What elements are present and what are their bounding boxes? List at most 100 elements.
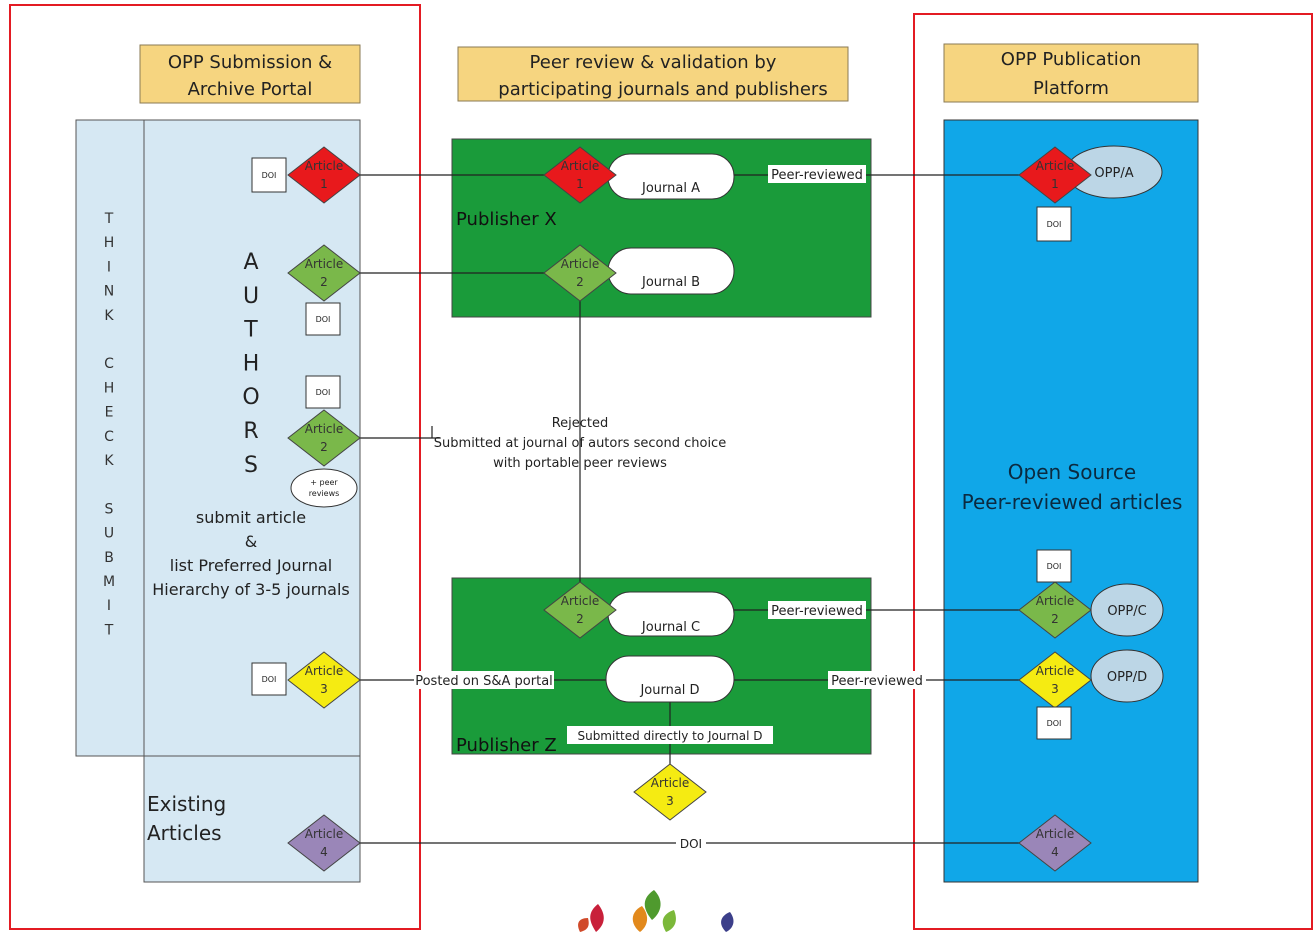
label-peer-reviewed-d: Peer-reviewed [831,674,923,689]
authors-letter: O [242,385,259,410]
think-check-submit-letter: K [104,453,114,469]
header-submission-portal: OPP Submission & Archive Portal [139,44,361,104]
doi-article-2-portal-lower-label: DOI [316,388,331,397]
article-2-platform-word: Article [1036,594,1075,608]
article-4-platform-number: 4 [1051,845,1059,859]
article-2-portal-lower-word: Article [305,422,344,436]
article-3-direct: Article 3 [633,763,707,821]
header-peer-review-line-1: Peer review & validation by [530,52,777,73]
think-check-submit-letter: T [104,211,114,227]
doi-article-1-portal-box [251,157,287,193]
portal-frame [9,4,421,930]
think-check-submit-letter: M [103,574,115,590]
publication-platform-box [943,119,1199,883]
think-check-submit-letter: E [105,405,114,421]
article-2-journal-b-number: 2 [576,275,584,289]
think-check-submit-letter: I [107,259,111,275]
label-peer-reviewed-a: Peer-reviewed [771,168,863,183]
journal-c-label: Journal C [641,620,700,635]
header-publication-line-2: Platform [1033,78,1109,99]
doi-article-3-portal-box [251,662,287,696]
platform-frame [913,13,1313,930]
opp-d-node: OPP/D [1090,649,1164,703]
header-peer-review-line-2: participating journals and publishers [498,79,827,100]
article-4-platform-word: Article [1036,827,1075,841]
authors-letter: S [244,453,258,478]
think-check-submit-letter: U [104,526,114,542]
doi-article-1-platform-label: DOI [1047,220,1062,229]
article-2-platform-number: 2 [1051,612,1059,626]
doi-article-2-portal-upper-box [305,302,341,336]
article-3-direct-word: Article [651,776,690,790]
think-check-submit-letter: B [104,550,114,566]
authors-letter: A [243,250,258,275]
article-3-direct-number: 3 [666,794,674,808]
instruction-ampersand: & [245,532,257,551]
article-3-portal-number: 3 [320,682,328,696]
journal-d: Journal D [605,655,735,703]
header-peer-review: Peer review & validation by participatin… [457,46,849,102]
article-2-journal-c-word: Article [561,594,600,608]
label-peer-reviewed-c: Peer-reviewed [771,604,863,619]
article-2-journal-b-word: Article [561,257,600,271]
header-publication-platform: OPP Publication Platform [943,43,1199,103]
article-2-portal-lower-shape [287,409,361,467]
peer-reviews-line-1: + peer [310,478,338,487]
article-1-publisher-x-word: Article [561,159,600,173]
opp-c-label: OPP/C [1107,604,1146,619]
doi-article-3-platform-label: DOI [1047,719,1062,728]
doi-article-3-portal-label: DOI [262,675,277,684]
article-3-portal-shape [287,651,361,709]
doi-article-3-platform: DOI [1036,706,1072,740]
doi-article-2-platform: DOI [1036,549,1072,583]
article-2-journal-c-shape [543,581,617,639]
peer-reviews-bubble: + peer reviews [290,468,358,508]
article-2-portal-upper-shape [287,244,361,302]
doi-article-2-portal-lower-box [305,375,341,409]
doi-article-2-portal-lower: DOI [305,375,341,409]
article-2-journal-b: Article 2 [543,244,617,302]
journal-b: Journal B [607,247,735,295]
doi-article-3-platform-box [1036,706,1072,740]
open-source-line-2: Peer-reviewed articles [962,490,1183,514]
label-resubmitted-line-1: Submitted at journal of autors second ch… [434,436,726,451]
article-2-portal-lower-number: 2 [320,440,328,454]
article-2-platform-shape [1018,581,1092,639]
think-check-submit-letter: H [104,235,115,251]
existing-articles-line-2: Articles [147,821,222,845]
article-4-portal-shape [287,814,361,872]
journal-a: Journal A [607,153,735,200]
article-1-portal-word: Article [305,159,344,173]
doi-article-3-portal: DOI [251,662,287,696]
flow-labels: Peer-reviewed Rejected Submitted at jour… [414,165,926,852]
authors-letter: U [243,284,259,309]
open-source-line-1: Open Source [1008,460,1136,484]
authors-letter: R [243,419,258,444]
article-1-publisher-x-number: 1 [576,177,584,191]
authors-letter: H [243,351,260,376]
label-posted-portal: Posted on S&A portal [415,674,553,689]
authors-letter: T [243,318,258,343]
leaf-logo [578,890,734,932]
existing-articles-line-1: Existing [147,792,226,816]
think-check-submit-letter: T [104,622,114,638]
opp-d-label: OPP/D [1107,670,1147,685]
article-2-journal-c-number: 2 [576,612,584,626]
article-4-platform-shape [1018,814,1092,872]
label-doi-link: DOI [680,837,702,851]
instruction-submit-article: submit article [196,508,306,527]
article-diamonds: Article1Article1Article1Article2Article2… [287,146,1092,872]
label-resubmitted-line-2: with portable peer reviews [493,456,667,471]
journal-d-label: Journal D [639,683,699,698]
label-rejected: Rejected [552,416,609,431]
article-1-publisher-x-shape [543,146,617,204]
doi-article-1-portal-label: DOI [262,171,277,180]
